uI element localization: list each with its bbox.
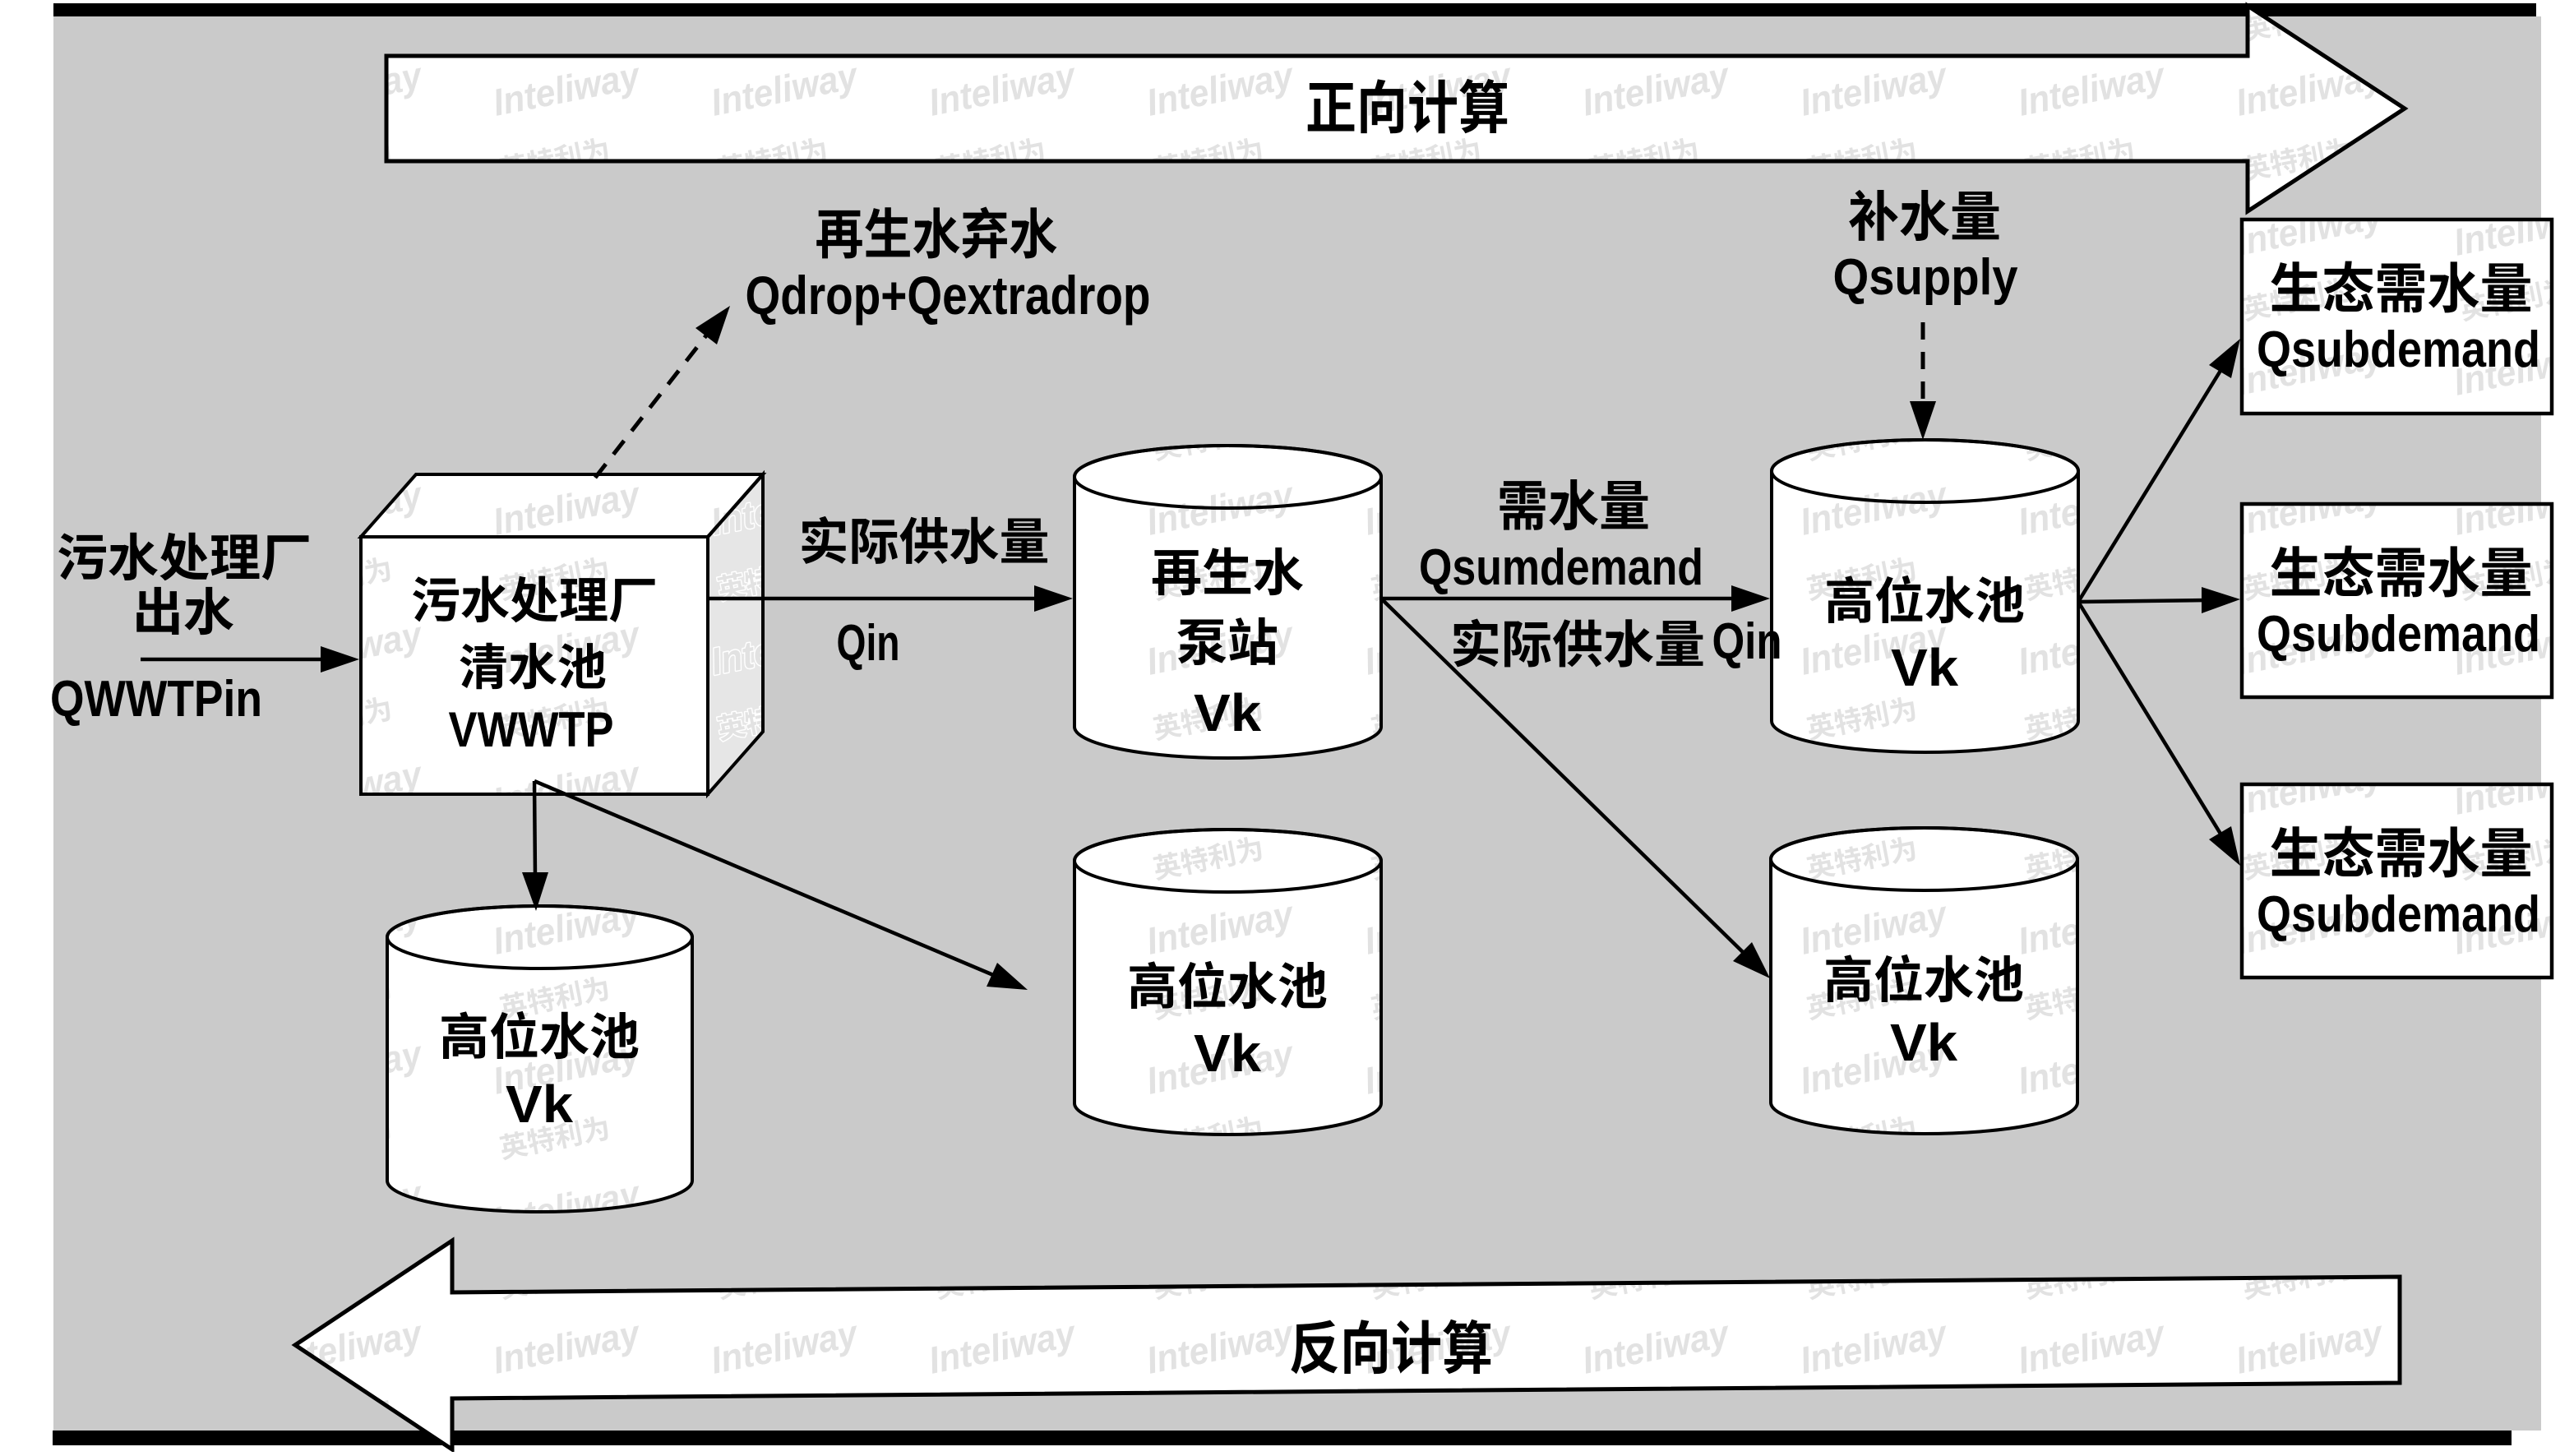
svg-text:Vk: Vk (506, 1075, 573, 1134)
svg-text:Qdrop+Qextradrop: Qdrop+Qextradrop (746, 265, 1151, 326)
svg-text:VWWTP: VWWTP (449, 702, 614, 757)
svg-text:Qin: Qin (1712, 613, 1782, 670)
svg-text:Vk: Vk (1890, 1013, 1957, 1072)
svg-text:Vk: Vk (1194, 683, 1261, 742)
svg-text:Qin: Qin (837, 615, 900, 672)
svg-text:Vk: Vk (1891, 638, 1958, 697)
svg-text:Qsubdemand: Qsubdemand (2257, 886, 2540, 943)
svg-text:Qsupply: Qsupply (1833, 249, 2018, 306)
svg-text:QWWTPin: QWWTPin (50, 671, 262, 728)
svg-text:Qsubdemand: Qsubdemand (2257, 321, 2540, 378)
svg-text:Qsubdemand: Qsubdemand (2257, 606, 2540, 663)
svg-text:Qsumdemand: Qsumdemand (1419, 539, 1703, 596)
svg-text:Vk: Vk (1194, 1024, 1261, 1083)
